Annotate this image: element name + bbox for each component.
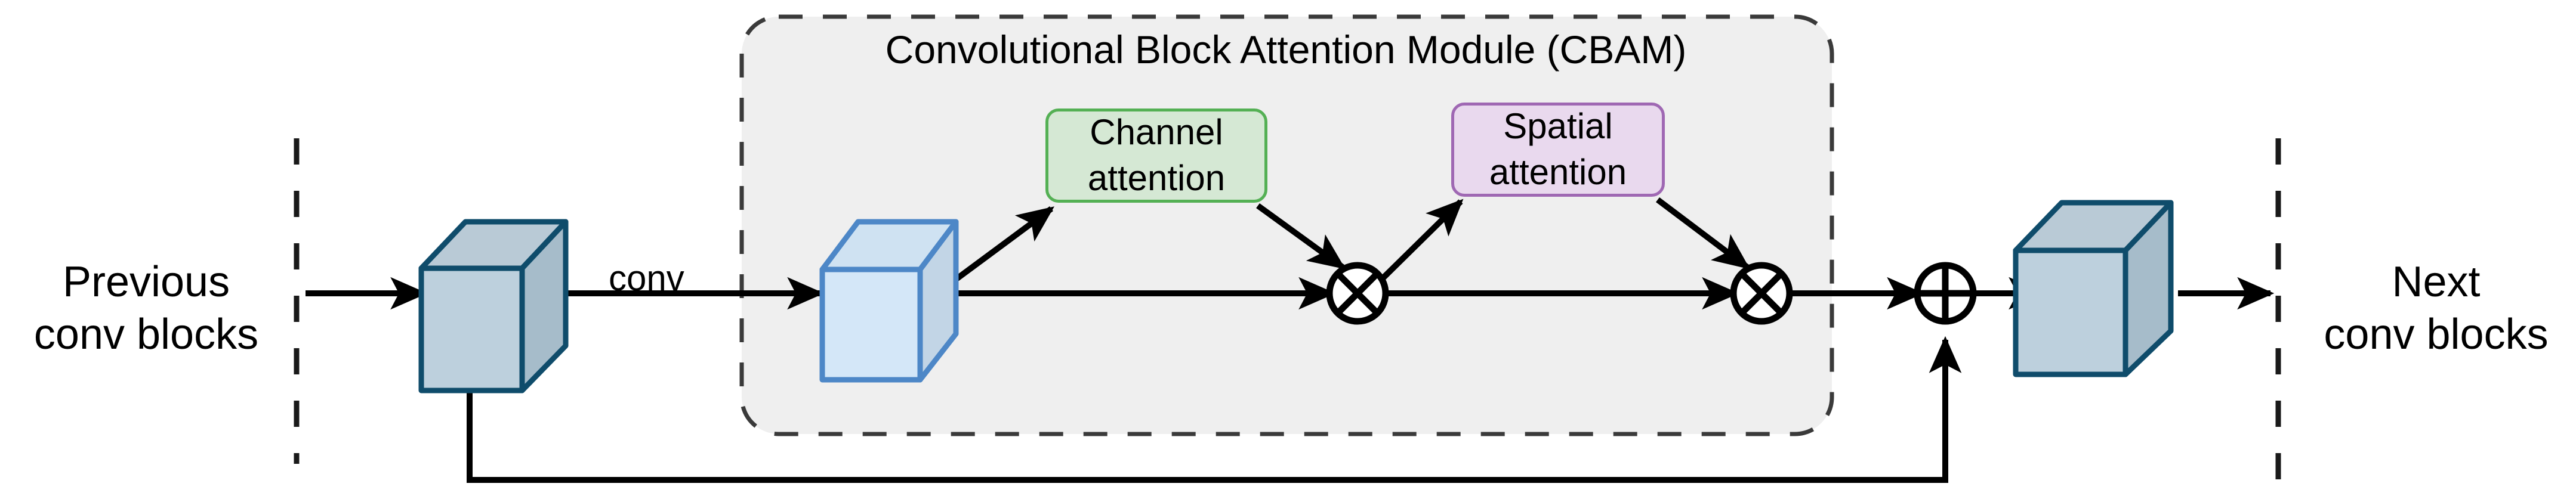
conv-feature-cube-front <box>819 266 923 383</box>
conv-edge-label: conv <box>609 258 684 298</box>
arrow-channel-attention-to-multiply <box>1256 203 1346 270</box>
arrow-cube2-to-channel-attention <box>953 206 1054 283</box>
arrow-spatial-attention-to-multiply <box>1655 197 1750 269</box>
channel-attention-block[interactable]: Channel attention <box>1045 109 1267 203</box>
output-feature-cube <box>2013 200 2174 377</box>
input-feature-cube-front <box>418 265 525 393</box>
output-feature-cube-front <box>2013 247 2128 377</box>
skip-connection-path <box>467 336 1962 483</box>
previous-conv-blocks-label: Previous conv blocks <box>33 258 259 358</box>
residual-add-operator-icon <box>1914 262 1977 325</box>
arrow-channel-multiply-to-spatial-attention <box>1381 199 1464 280</box>
next-conv-blocks-label: Next conv blocks <box>2324 258 2549 358</box>
spatial-multiply-operator-icon <box>1730 262 1793 325</box>
cbam-module-title: Convolutional Block Attention Module (CB… <box>885 27 1687 72</box>
channel-multiply-operator-icon <box>1326 262 1389 325</box>
conv-feature-cube <box>819 219 959 383</box>
input-feature-cube <box>418 219 569 393</box>
spatial-attention-block[interactable]: Spatial attention <box>1451 103 1665 197</box>
